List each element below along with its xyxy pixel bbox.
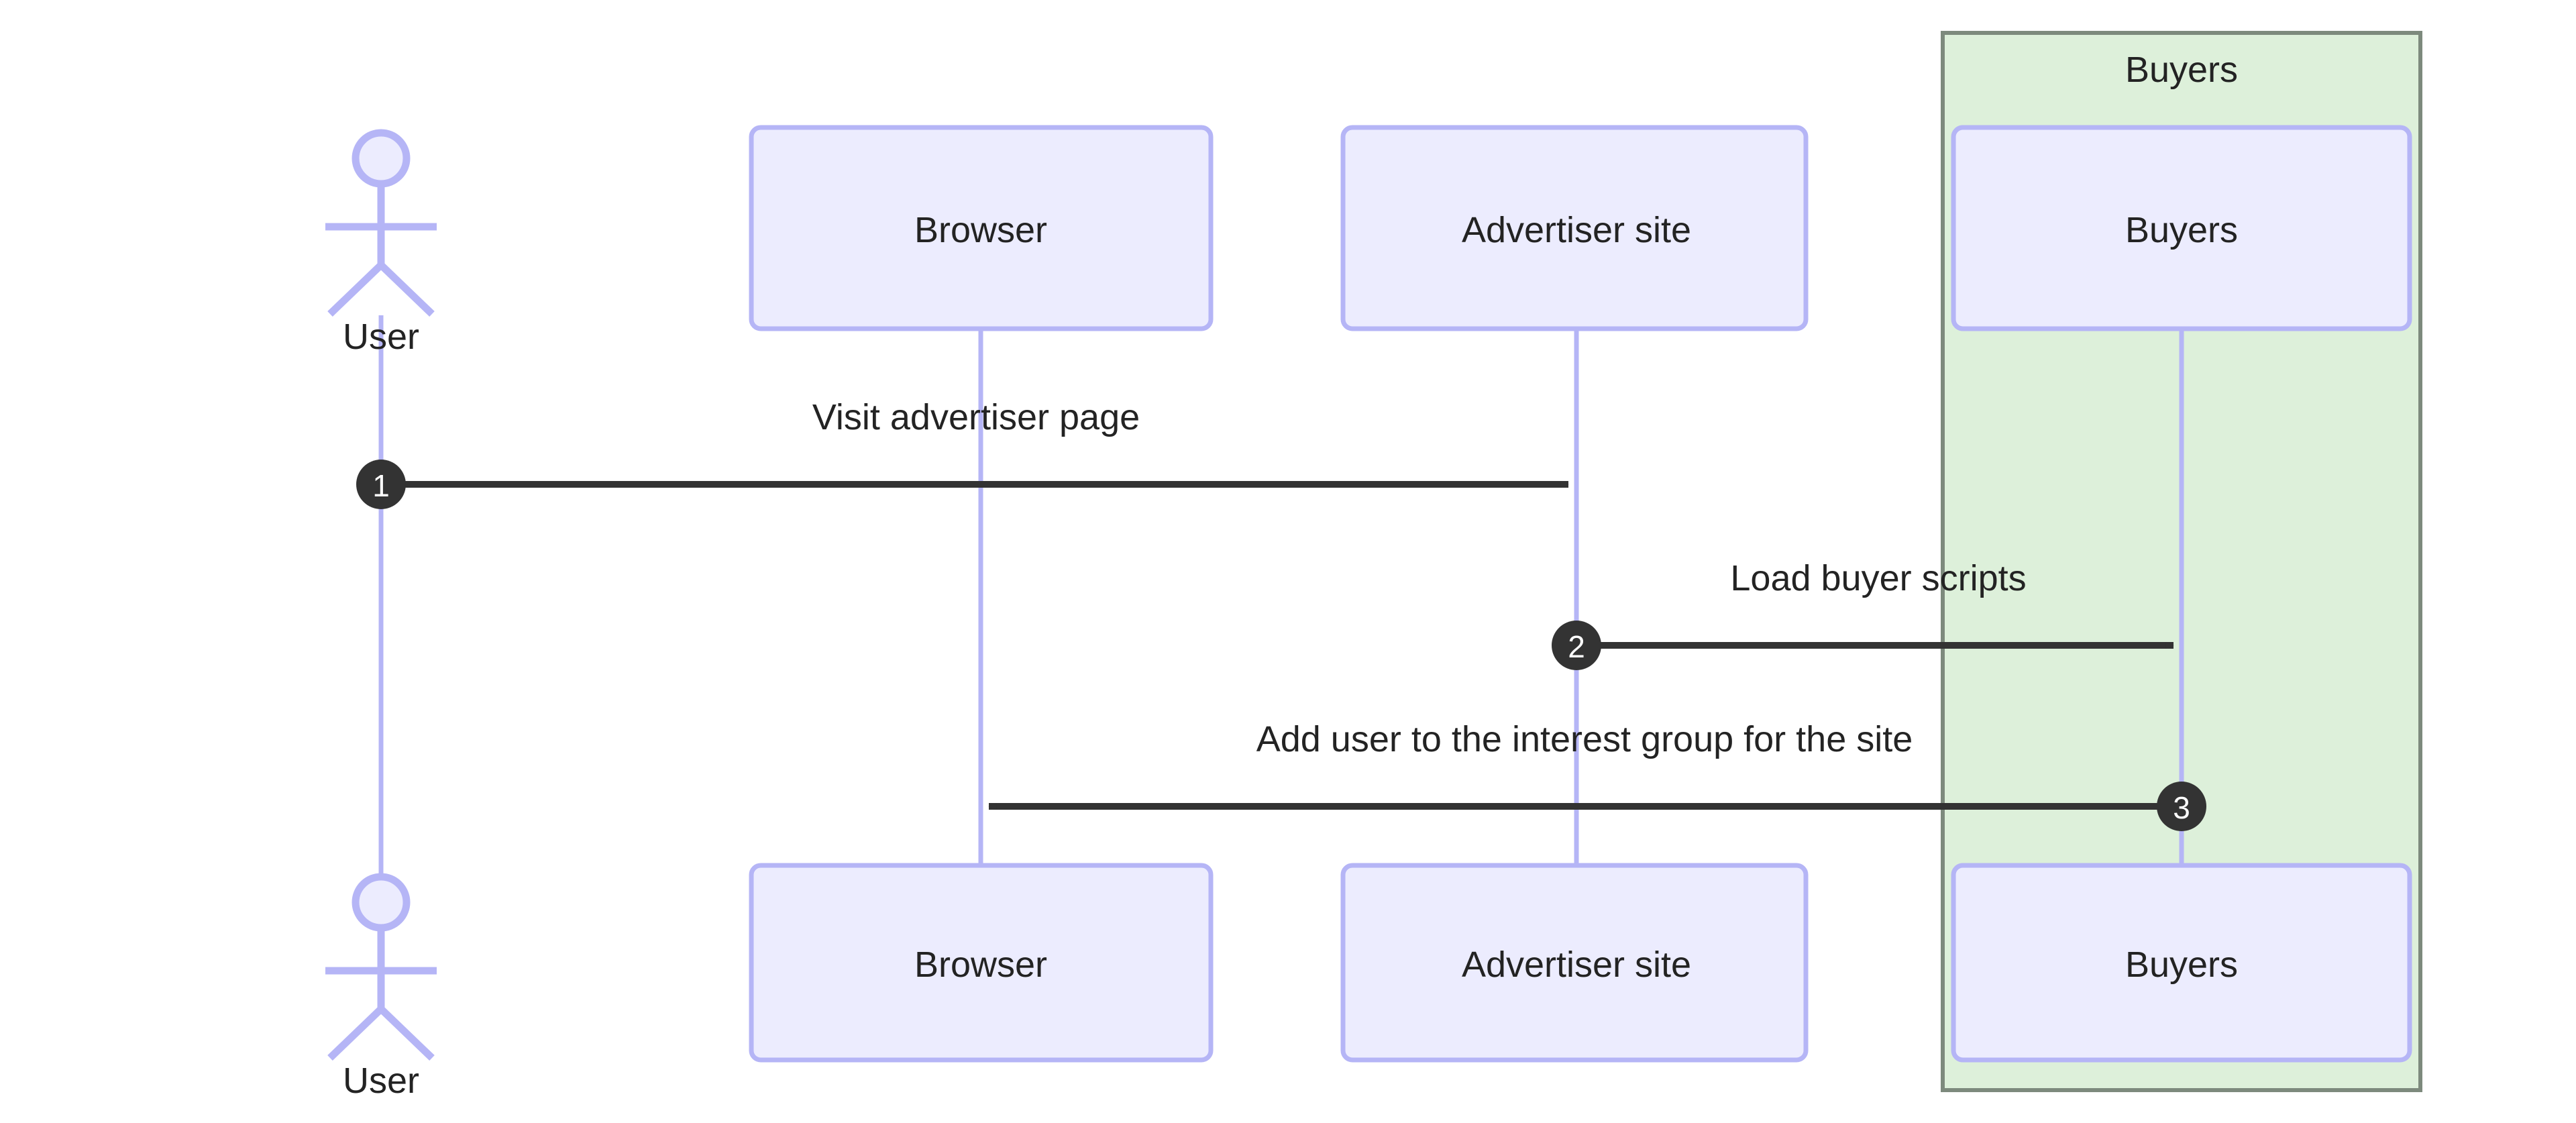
sequence-number-2: 2 — [1568, 629, 1585, 664]
message-3[interactable]: Add user to the interest group for the s… — [988, 719, 2206, 831]
message-label-1: Visit advertiser page — [812, 397, 1140, 437]
participant-box[interactable] — [1340, 125, 1809, 331]
participant-label-advertiser-site: Advertiser site — [1462, 945, 1691, 985]
participant-browser-bottom[interactable]: Browser — [749, 863, 1214, 1063]
participant-buyers-bottom[interactable]: Buyers — [1951, 863, 2412, 1063]
participant-advertiser-site-bottom[interactable]: Advertiser site — [1340, 863, 1809, 1063]
message-1[interactable]: Visit advertiser page 1 — [356, 397, 1569, 509]
message-label-2: Load buyer scripts — [1730, 558, 2026, 598]
participant-label-buyers: Buyers — [2125, 945, 2238, 985]
participant-label-browser: Browser — [914, 210, 1047, 250]
participant-box[interactable] — [749, 125, 1214, 331]
lifelines — [378, 315, 2184, 886]
actor-leg-right — [378, 1006, 435, 1061]
participant-buyers-top[interactable]: Buyers — [1951, 125, 2412, 331]
message-2[interactable]: Load buyer scripts 2 — [1552, 558, 2174, 670]
participant-label-browser: Browser — [914, 945, 1047, 985]
sequence-number-3: 3 — [2173, 790, 2190, 825]
sequence-marker-2 — [1552, 621, 1601, 670]
group-label-buyers: Buyers — [2125, 50, 2238, 90]
sequence-marker-1 — [356, 460, 406, 509]
participant-label-advertiser-site: Advertiser site — [1462, 210, 1691, 250]
actor-user-top: User — [325, 129, 437, 357]
actor-label-user-bottom: User — [343, 1061, 419, 1101]
participant-box[interactable] — [749, 863, 1214, 1063]
sequence-number-1: 1 — [372, 468, 390, 503]
sequence-marker-3 — [2157, 782, 2206, 831]
actor-user-bottom: User — [325, 873, 437, 1101]
participant-box[interactable] — [1340, 863, 1809, 1063]
participant-box[interactable] — [1951, 125, 2412, 331]
actor-leg-left — [327, 262, 384, 317]
actor-leg-left — [327, 1006, 384, 1061]
actor-head-icon — [352, 129, 411, 188]
participant-label-buyers: Buyers — [2125, 210, 2238, 250]
participant-advertiser-site-top[interactable]: Advertiser site — [1340, 125, 1809, 331]
actor-leg-right — [378, 262, 435, 317]
actor-head-icon — [352, 873, 411, 932]
participant-box[interactable] — [1951, 863, 2412, 1063]
participant-browser-top[interactable]: Browser — [749, 125, 1214, 331]
actor-label-user-top: User — [343, 317, 419, 357]
message-label-3: Add user to the interest group for the s… — [1256, 719, 1913, 759]
